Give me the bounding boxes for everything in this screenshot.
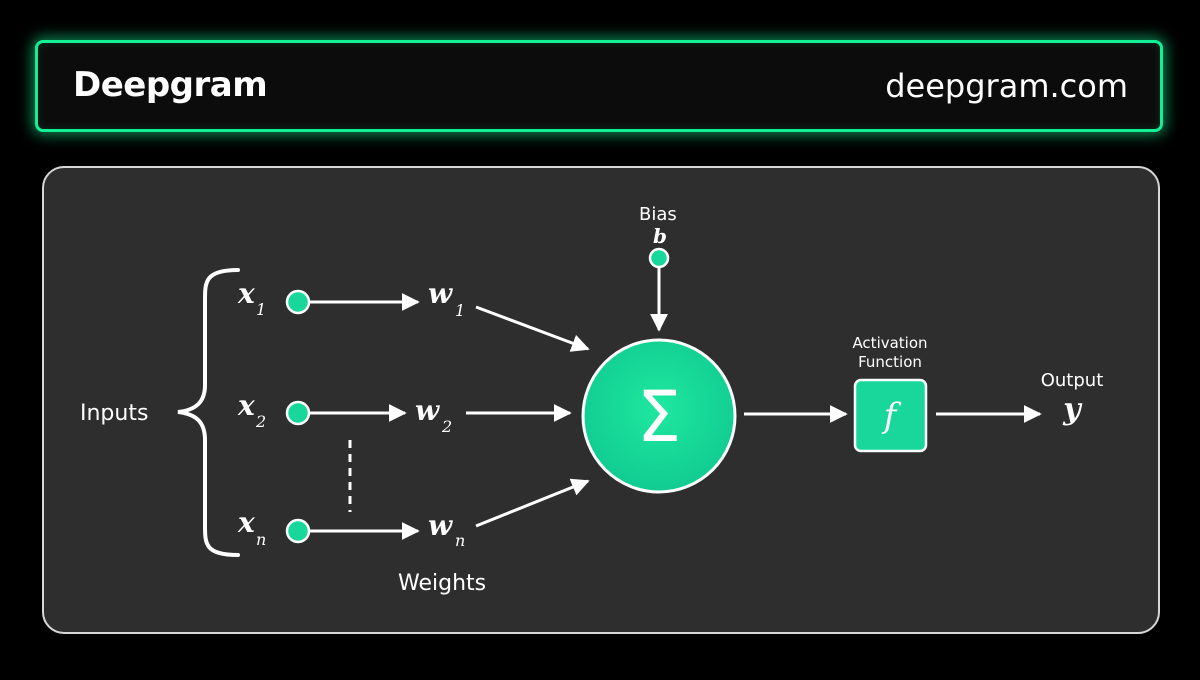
x2-symbol: x: [237, 389, 255, 422]
summation-node: [581, 338, 737, 494]
input-x2: x 2: [237, 389, 266, 431]
inputs-brace: [177, 268, 240, 557]
weights-label: Weights: [398, 571, 486, 596]
xn-subscript: n: [256, 530, 266, 549]
xn-symbol: x: [237, 506, 255, 539]
weight-wn: w n: [428, 509, 465, 550]
w2-symbol: w: [415, 394, 440, 427]
weight-w2: w 2: [415, 394, 452, 436]
input-xn: x n: [237, 506, 266, 549]
sigma-icon: Σ: [637, 376, 681, 458]
site-url[interactable]: deepgram.com: [885, 67, 1128, 105]
w2-subscript: 2: [441, 417, 452, 436]
activation-label-line2: Function: [858, 353, 922, 371]
arrow-w1-sum: [475, 305, 590, 352]
header-bar: Deepgram deepgram.com: [35, 40, 1163, 132]
w1-symbol: w: [428, 277, 453, 310]
bias-label: Bias: [639, 204, 677, 225]
w1-subscript: 1: [455, 301, 465, 320]
weight-w1: w 1: [428, 277, 465, 320]
output-label: Output: [1041, 370, 1104, 391]
activation-box: [853, 378, 928, 453]
output-symbol: y: [1062, 392, 1083, 427]
x1-symbol: x: [237, 277, 255, 310]
input-node-1: [285, 289, 311, 315]
bias-symbol: b: [653, 224, 667, 248]
arrow-wn-sum: [475, 478, 590, 528]
input-node-n: [285, 518, 311, 544]
wn-subscript: n: [455, 531, 465, 550]
activation-label-line1: Activation: [852, 334, 927, 352]
inputs-label: Inputs: [80, 401, 148, 426]
x1-subscript: 1: [256, 300, 266, 319]
brand-logo[interactable]: Deepgram: [73, 65, 268, 105]
bias-node: [648, 247, 670, 269]
x2-subscript: 2: [255, 412, 266, 431]
wn-symbol: w: [428, 509, 453, 542]
input-x1: x 1: [237, 277, 266, 319]
input-node-2: [285, 400, 311, 426]
